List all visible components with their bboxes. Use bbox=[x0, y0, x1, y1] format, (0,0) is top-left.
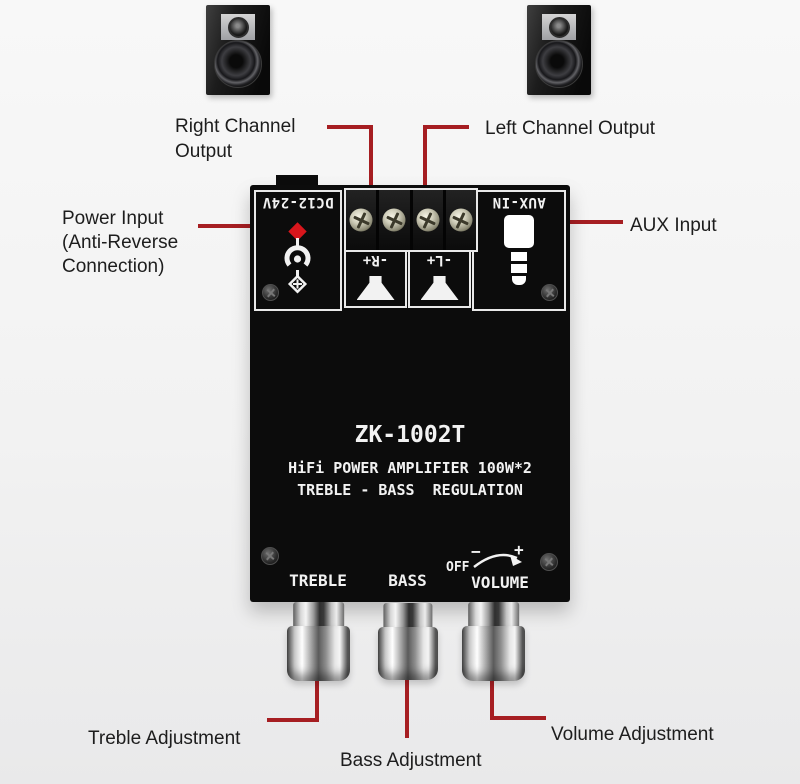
callout-line-right-channel bbox=[327, 125, 373, 129]
volume-plus-label: + bbox=[514, 540, 524, 559]
board-spec-line1: HiFi POWER AMPLIFIER 100W*2 bbox=[288, 459, 532, 477]
screw-icon bbox=[541, 284, 558, 301]
right-terminal-label: -R+ bbox=[362, 252, 389, 268]
terminal-screw bbox=[346, 190, 380, 250]
tweeter-icon bbox=[221, 14, 255, 40]
screw-icon bbox=[262, 284, 279, 301]
bass-knob-label: BASS bbox=[388, 571, 427, 590]
label-treble-adjustment: Treble Adjustment bbox=[88, 728, 241, 749]
terminal-screw bbox=[412, 190, 446, 250]
left-speaker-photo bbox=[206, 5, 270, 95]
callout-line-right-channel bbox=[369, 125, 373, 215]
label-aux-input: AUX Input bbox=[630, 215, 717, 236]
speaker-cone-icon bbox=[420, 276, 459, 300]
callout-line-left-channel bbox=[423, 125, 427, 217]
label-power-input: Power Input (Anti-Reverse Connection) bbox=[62, 208, 179, 277]
volume-knob-label: VOLUME bbox=[471, 573, 529, 592]
volume-arrow-icon bbox=[473, 553, 522, 568]
volume-minus-label: − bbox=[471, 542, 481, 561]
power-port-label: DC12-24V bbox=[262, 194, 334, 210]
tweeter-icon bbox=[542, 14, 576, 40]
label-volume-adjustment: Volume Adjustment bbox=[551, 724, 714, 745]
callout-line-treble bbox=[267, 718, 317, 722]
label-left-channel-output: Left Channel Output bbox=[485, 118, 656, 139]
bass-knob bbox=[378, 603, 438, 680]
speaker-terminal-block bbox=[344, 188, 478, 252]
board-model: ZK-1002T bbox=[354, 422, 466, 448]
terminal-screw bbox=[445, 190, 476, 250]
callout-line-power bbox=[198, 224, 294, 228]
woofer-icon bbox=[535, 40, 583, 88]
callout-line-aux bbox=[523, 220, 623, 224]
callout-line-left-channel bbox=[423, 125, 469, 129]
dc-jack-icon bbox=[284, 222, 311, 294]
aux-port-label: AUX-IN bbox=[492, 194, 546, 210]
speaker-cone-icon bbox=[356, 276, 395, 300]
label-bass-adjustment: Bass Adjustment bbox=[340, 750, 482, 771]
power-port-box: DC12-24V bbox=[254, 190, 342, 311]
volume-knob bbox=[462, 602, 525, 681]
screw-icon bbox=[261, 547, 279, 565]
right-speaker-photo bbox=[527, 5, 591, 95]
right-output-box: -R+ bbox=[344, 248, 407, 308]
volume-off-label: OFF bbox=[446, 560, 470, 575]
left-output-box: -L+ bbox=[408, 248, 471, 308]
callout-line-volume bbox=[490, 716, 546, 720]
aux-port-box: AUX-IN bbox=[472, 190, 566, 311]
label-right-channel-output: Right Channel Output bbox=[175, 116, 296, 162]
treble-knob-label: TREBLE bbox=[289, 571, 347, 590]
left-terminal-label: -L+ bbox=[426, 252, 453, 268]
woofer-icon bbox=[214, 40, 262, 88]
treble-knob bbox=[287, 602, 350, 681]
terminal-screw bbox=[379, 190, 413, 250]
amplifier-board: DC12-24V AUX-IN bbox=[250, 185, 570, 602]
board-spec-line2: TREBLE - BASS REGULATION bbox=[297, 481, 523, 499]
screw-icon bbox=[540, 553, 558, 571]
